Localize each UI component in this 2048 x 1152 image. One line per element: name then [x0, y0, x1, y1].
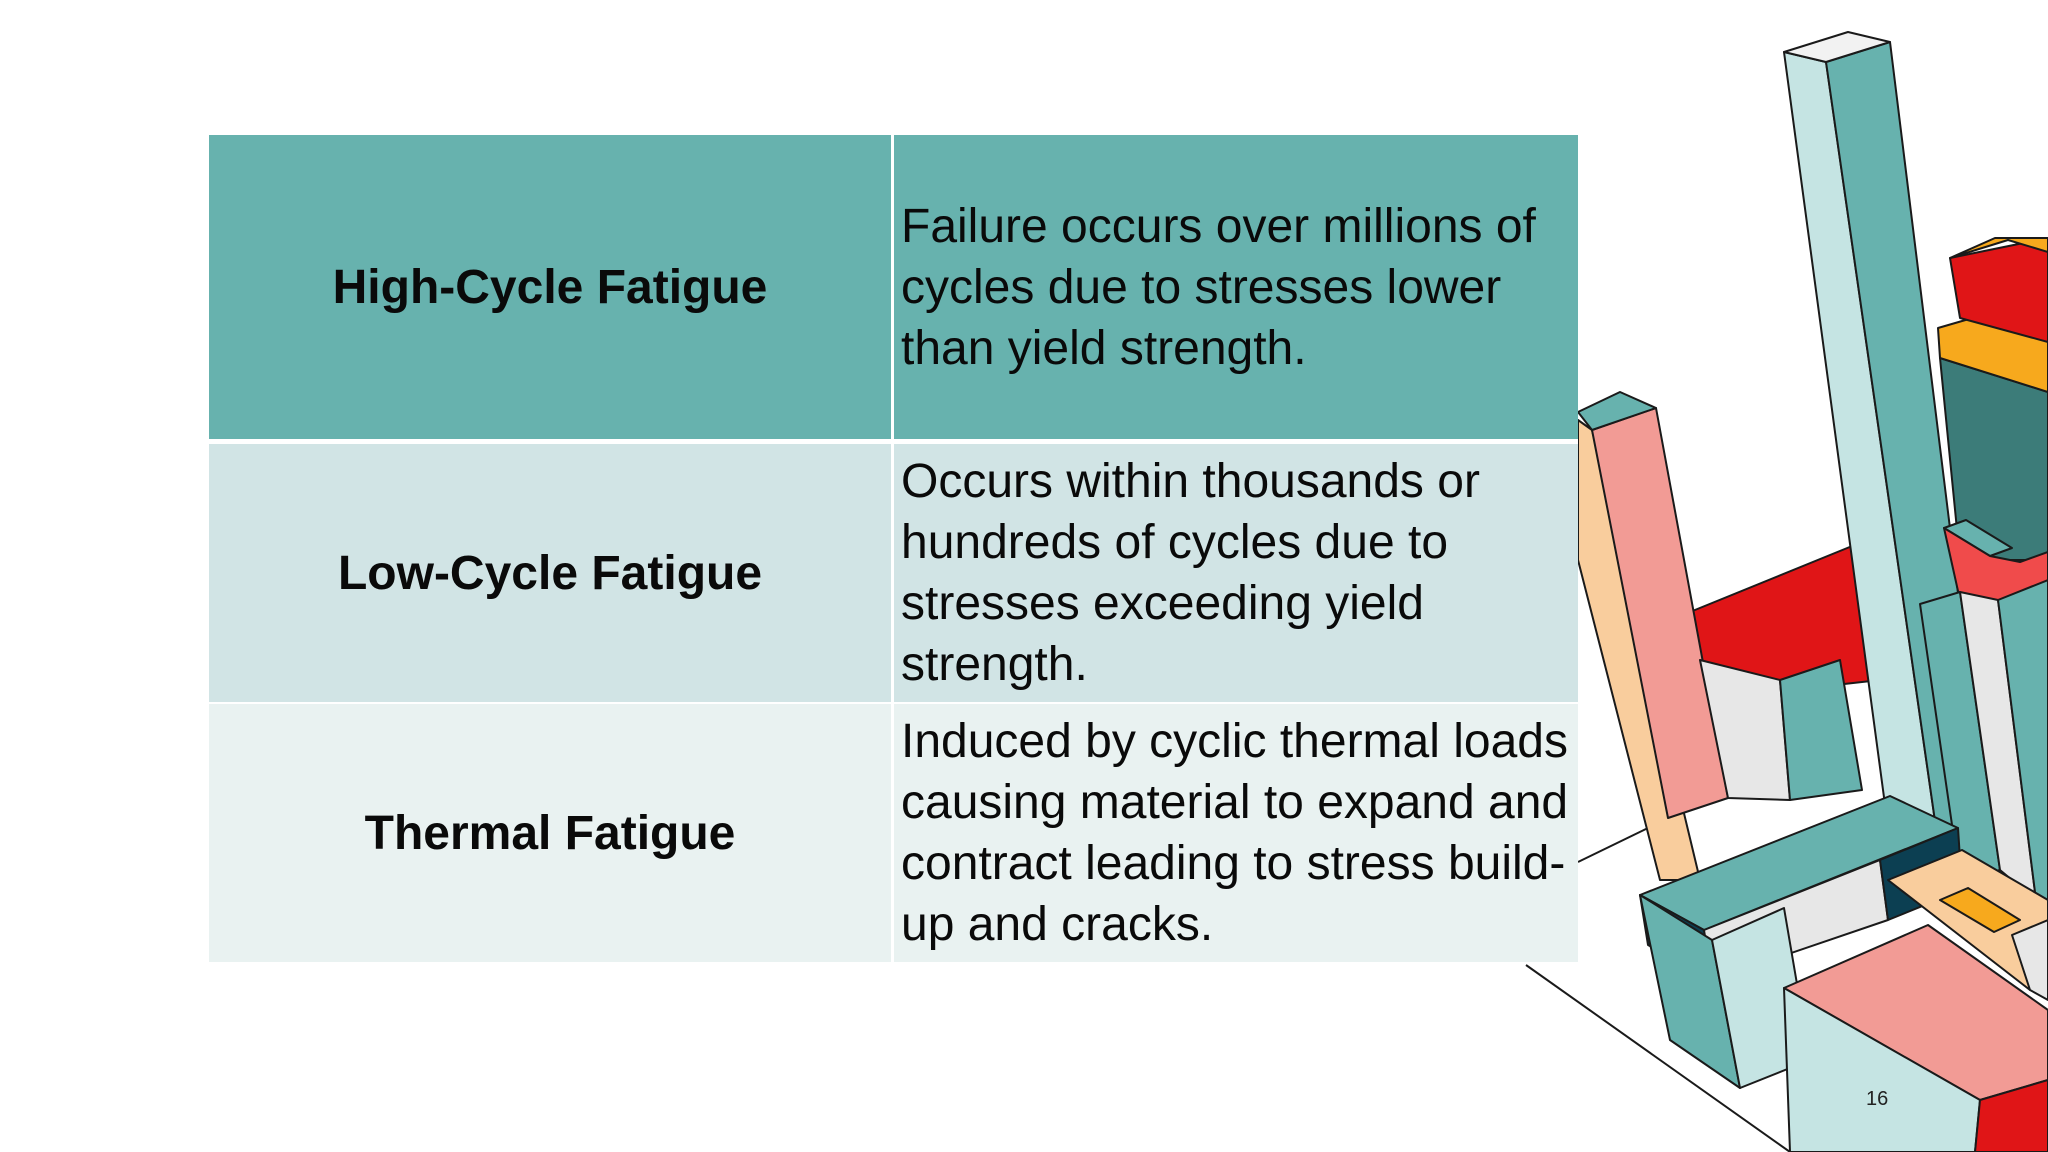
fatigue-description-cell: Occurs within thousands or hundreds of c… [892, 441, 1578, 704]
table-row: Low-Cycle Fatigue Occurs within thousand… [209, 441, 1578, 704]
fatigue-types-table: High-Cycle Fatigue Failure occurs over m… [209, 135, 1578, 962]
table-row: Thermal Fatigue Induced by cyclic therma… [209, 703, 1578, 962]
fatigue-type-cell: Thermal Fatigue [209, 703, 894, 962]
fatigue-description-cell: Failure occurs over millions of cycles d… [892, 135, 1578, 444]
fatigue-type-cell: Low-Cycle Fatigue [209, 441, 894, 704]
slide-page-number: 16 [1866, 1088, 1889, 1110]
fatigue-description-cell: Induced by cyclic thermal loads causing … [892, 703, 1578, 962]
table-row: High-Cycle Fatigue Failure occurs over m… [209, 135, 1578, 444]
fatigue-type-cell: High-Cycle Fatigue [209, 135, 894, 444]
